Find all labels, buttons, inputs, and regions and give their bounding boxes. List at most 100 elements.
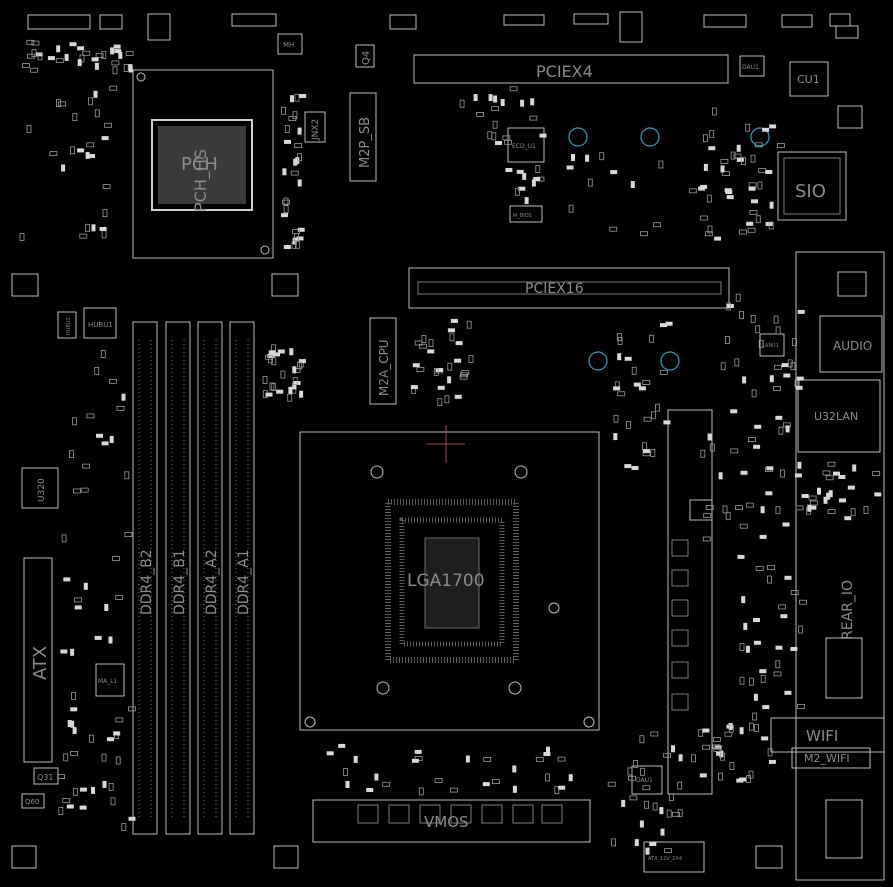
u32lan-label: U32LAN	[814, 410, 858, 423]
smd-part	[714, 236, 722, 241]
smd-part	[677, 781, 683, 790]
smd-part	[268, 355, 274, 364]
smd-part	[666, 809, 672, 818]
smd-part	[102, 780, 107, 788]
ddr4-slot-a2: DDR4_A2	[197, 321, 223, 835]
smd-part	[284, 125, 290, 133]
wifi-module: WIFI M2_WIFI	[770, 717, 885, 769]
smd-part	[823, 496, 828, 504]
smd-part	[748, 770, 754, 779]
smd-part	[557, 756, 566, 762]
smd-part	[796, 376, 804, 381]
smd-part	[468, 355, 474, 363]
smd-part	[280, 370, 286, 379]
smd-part	[83, 582, 88, 590]
pciex4-slot: PCIEX4	[413, 54, 729, 84]
smd-part	[299, 94, 307, 98]
smd-part	[624, 464, 632, 469]
smd-part	[30, 67, 39, 73]
smd-part	[296, 236, 304, 241]
smd-part	[613, 414, 619, 423]
smd-part	[289, 348, 294, 356]
smd-part	[630, 181, 635, 188]
smd-part	[649, 842, 657, 846]
smd-part	[60, 649, 68, 654]
smd-part	[716, 751, 724, 756]
smd-part	[739, 523, 748, 529]
smd-part	[703, 163, 708, 171]
smd-part	[125, 51, 134, 56]
smd-part	[290, 95, 294, 103]
smd-part	[115, 717, 124, 723]
lan-label: LANU1	[762, 343, 779, 349]
smd-part	[70, 648, 75, 656]
smd-part	[794, 473, 802, 478]
smd-part	[435, 368, 443, 372]
smd-part	[283, 197, 289, 206]
smd-part	[297, 361, 303, 370]
smd-part	[826, 492, 831, 500]
smd-part	[653, 222, 661, 228]
smd-part	[502, 135, 511, 141]
smd-part	[79, 787, 87, 792]
smd-part	[671, 745, 675, 753]
smd-part	[77, 46, 85, 51]
smd-part	[617, 337, 623, 346]
smd-part	[85, 223, 90, 232]
atx-12v-label: ATX_12V_2X4	[648, 856, 682, 862]
smd-part	[79, 54, 85, 63]
ddr4-slot-b1: DDR4_B1	[165, 321, 191, 835]
smd-part	[411, 758, 419, 763]
smd-part	[281, 213, 288, 218]
smd-part	[645, 847, 650, 855]
smd-part	[691, 754, 696, 763]
smd-part	[338, 743, 346, 748]
smd-part	[82, 50, 91, 56]
smd-part	[71, 692, 76, 700]
smd-part	[269, 382, 275, 391]
ddr4-slot-b2: DDR4_B2	[132, 321, 158, 835]
smd-part	[294, 233, 299, 242]
smd-part	[778, 604, 786, 610]
smd-part	[585, 154, 590, 162]
smd-part	[447, 328, 455, 333]
smd-part	[739, 727, 744, 735]
smd-part	[785, 425, 790, 433]
smd-part	[459, 99, 465, 108]
cu1-label: CU1	[797, 73, 820, 86]
smd-part	[37, 52, 43, 61]
smd-part	[284, 139, 291, 144]
smd-part	[79, 233, 88, 239]
smd-part	[294, 240, 300, 249]
smd-part	[77, 59, 82, 67]
smd-part	[769, 375, 774, 383]
smd-part	[118, 51, 123, 59]
smd-part	[780, 614, 788, 619]
smd-part	[504, 139, 512, 145]
smd-part	[799, 599, 807, 605]
smd-part	[659, 807, 664, 815]
smd-part	[447, 362, 453, 371]
smd-part	[61, 164, 66, 172]
smd-part	[72, 113, 78, 121]
q60-label: Q60	[25, 798, 39, 806]
smd-part	[749, 722, 754, 731]
smd-part	[298, 359, 306, 364]
smd-part	[750, 314, 756, 323]
smd-part	[762, 705, 770, 710]
smd-part	[700, 449, 706, 458]
hub-u1-chip: HUBU1	[83, 307, 117, 339]
smd-part	[127, 706, 136, 712]
smd-part	[94, 109, 100, 118]
smd-part	[773, 386, 781, 391]
smd-part	[757, 181, 763, 190]
smd-part	[554, 786, 560, 795]
smd-part	[746, 775, 751, 783]
smd-part	[73, 488, 81, 494]
smd-part	[437, 385, 445, 390]
mount-holes: MH	[11, 25, 867, 869]
ma-l1-label: MA_L1	[98, 678, 118, 685]
smd-part	[795, 385, 803, 390]
smd-part	[262, 376, 268, 385]
